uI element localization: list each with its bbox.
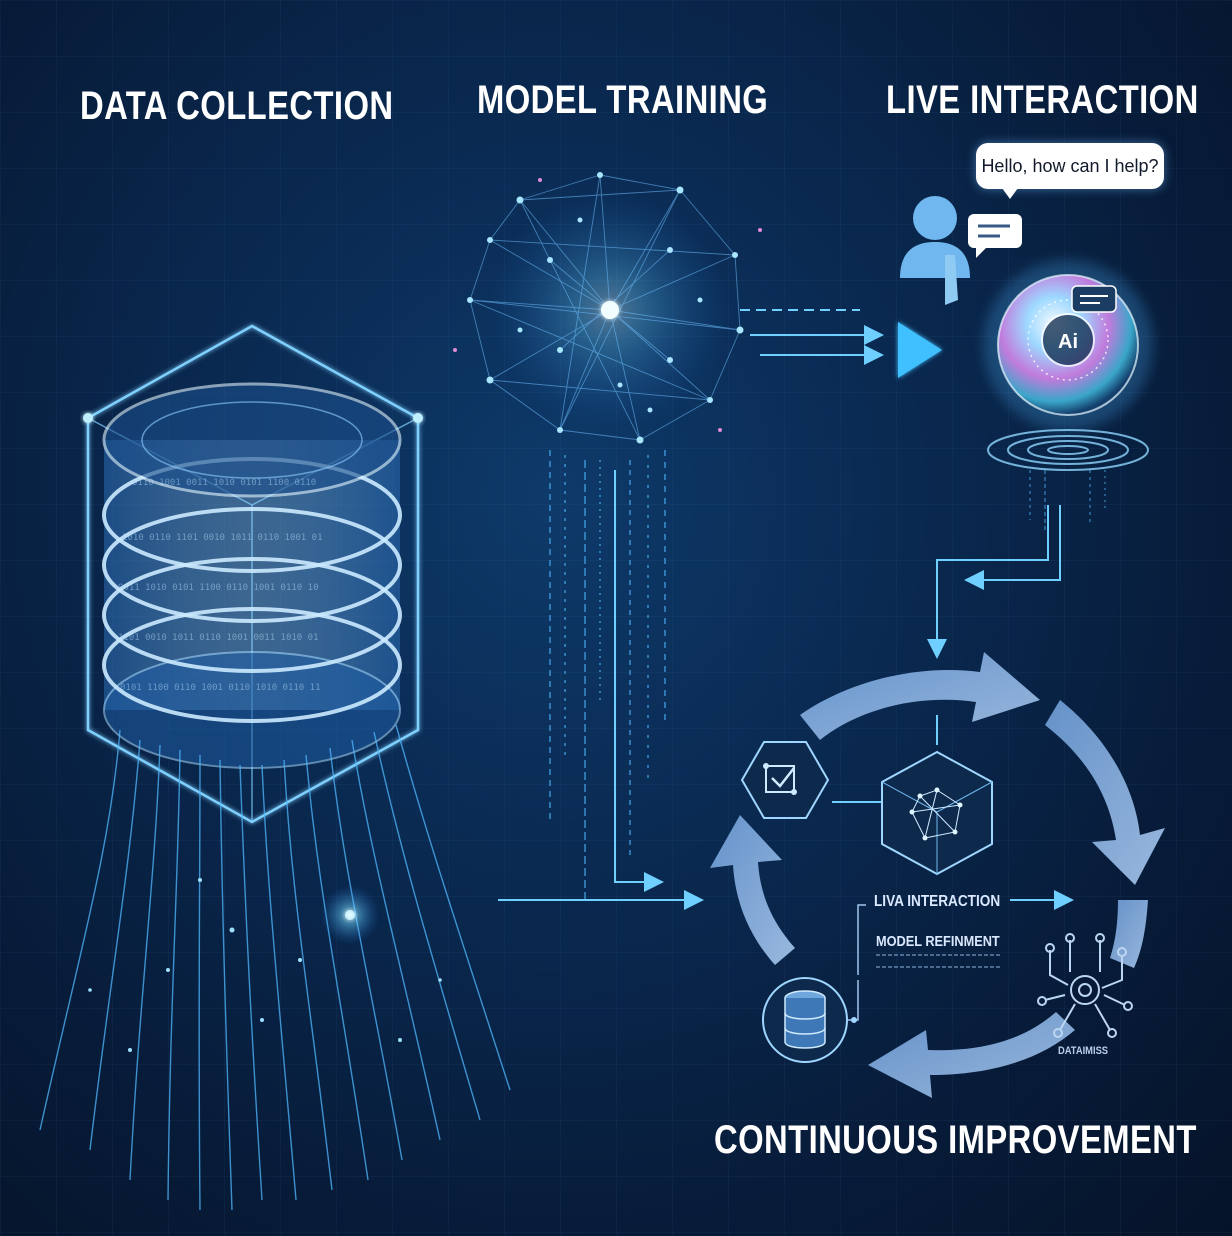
cycle-live-interaction-label: LIVA INTERACTION	[874, 893, 1001, 910]
user-icon	[900, 196, 970, 305]
database-icon	[762, 977, 859, 1063]
cycle-data-label: DATAIMISS	[1058, 1045, 1109, 1057]
svg-text:1101 0010 1011 0110 1001 0011: 1101 0010 1011 0110 1001 0011 1010 01	[118, 633, 318, 643]
orb-base-rings	[987, 429, 1149, 471]
ai-orb-icon	[983, 260, 1153, 430]
database-cylinder-icon: 0110 1001 0011 1010 0101 1100 0110 1010 …	[83, 324, 423, 824]
orb-streams	[1029, 470, 1106, 530]
cycle-arrows	[710, 652, 1165, 1098]
data-streams	[39, 724, 511, 1211]
network-cube-icon	[881, 750, 993, 876]
stream-glow	[320, 885, 380, 945]
svg-text:1010 0110 1101 0010 1011 0110: 1010 0110 1101 0010 1011 0110 1001 01	[122, 533, 322, 543]
play-arrow-icon	[898, 322, 942, 378]
cycle-model-refinement-label: MODEL REFINMENT	[876, 933, 1000, 950]
data-stream-dots	[88, 878, 442, 1052]
speech-bubble: Hello, how can I help?	[976, 143, 1164, 199]
svg-text:0110 1001 0011 1010 0101 1100: 0110 1001 0011 1010 0101 1100 0110	[132, 478, 316, 488]
continuous-improvement-heading: CONTINUOUS IMPROVEMENT	[714, 1118, 1197, 1162]
shield-check-icon	[740, 741, 830, 819]
training-streams	[549, 450, 666, 900]
ai-badge-label: Ai	[1058, 331, 1078, 353]
svg-text:0011 1010 0101 1100 0110 1001: 0011 1010 0101 1100 0110 1001 0110 10	[118, 583, 318, 593]
data-collection-heading: DATA COLLECTION	[80, 84, 394, 128]
chat-icon	[968, 214, 1022, 258]
label-bracket	[857, 904, 1000, 975]
neural-network-icon	[453, 172, 762, 444]
live-interaction-heading: LIVE INTERACTION	[886, 78, 1199, 122]
circuit-icon	[1037, 933, 1133, 1038]
svg-text:0101 1100 0110 1001 0110 1010: 0101 1100 0110 1001 0110 1010 0110 11	[120, 683, 320, 693]
connector-arrows	[498, 309, 1074, 910]
model-training-heading: MODEL TRAINING	[477, 78, 769, 122]
